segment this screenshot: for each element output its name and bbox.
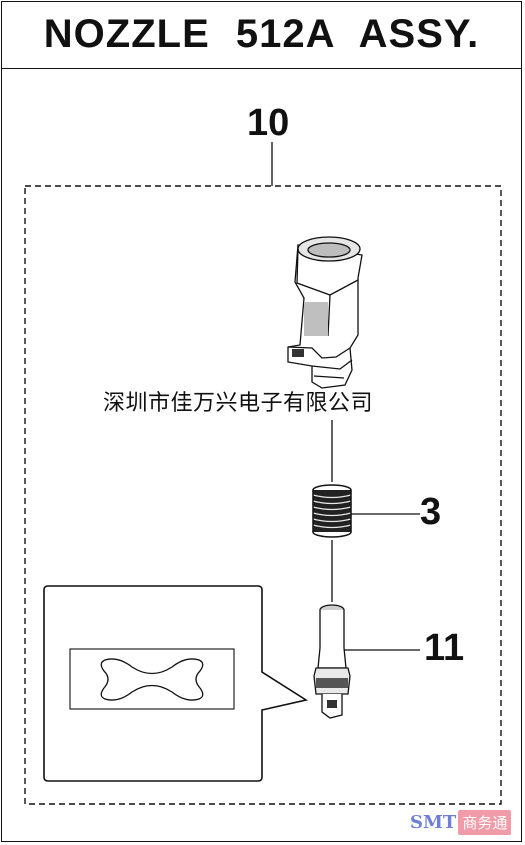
nozzle-cross-section-icon — [43, 585, 309, 782]
callout-11: 11 — [424, 627, 465, 669]
callout-10: 10 — [247, 102, 290, 144]
watermark-brand: SMT — [410, 811, 457, 833]
page-title: NOZZLE 512A ASSY. — [43, 12, 480, 56]
assembly-boundary — [24, 185, 502, 805]
spring-icon — [312, 484, 352, 538]
title-bar: NOZZLE 512A ASSY. — [1, 1, 522, 69]
nozzle-tip-icon — [313, 604, 351, 719]
callout-3: 3 — [420, 491, 442, 533]
watermark-text: 商务通 — [458, 809, 512, 835]
watermark: SMT 商务通 — [410, 809, 512, 835]
company-name-overlay: 深圳市佳万兴电子有限公司 — [103, 391, 374, 416]
nozzle-holder-icon — [287, 236, 363, 389]
